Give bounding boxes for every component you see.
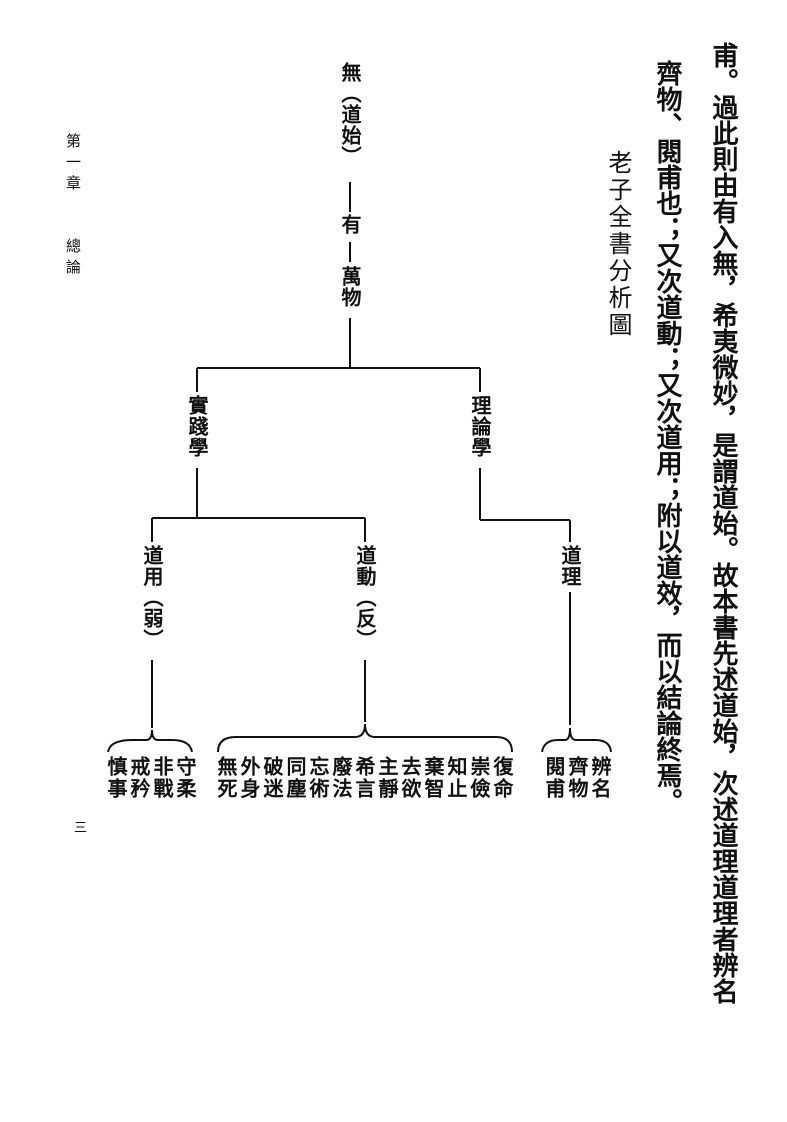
leaf-item: 廢法 bbox=[329, 756, 353, 800]
leaf-item: 同塵 bbox=[283, 756, 307, 800]
page-number: 三 bbox=[74, 821, 94, 836]
leaf-item: 辨名 bbox=[588, 756, 612, 800]
node-you: 有 bbox=[338, 214, 362, 235]
leaves-dao-li: 辨名齊物閱甫 bbox=[542, 756, 612, 800]
node-theory: 理論學 bbox=[468, 395, 492, 458]
leaf-item: 破迷 bbox=[260, 756, 284, 800]
leaf-item: 閱甫 bbox=[542, 756, 566, 800]
node-dao-li: 道理 bbox=[558, 545, 582, 587]
body-text-column-1: 甫。過此則由有入無，希夷微妙，是謂道始。故本書先述道始，次述道理道理者辨名 bbox=[708, 42, 738, 1004]
node-dao-dong: 道動（反） bbox=[353, 545, 377, 650]
leaf-item: 戒矜 bbox=[127, 756, 151, 800]
leaf-item: 復命 bbox=[490, 756, 514, 800]
leaf-item: 非戰 bbox=[150, 756, 174, 800]
leaf-item: 無死 bbox=[214, 756, 238, 800]
leaf-item: 守柔 bbox=[173, 756, 197, 800]
leaf-item: 棄智 bbox=[421, 756, 445, 800]
body-text-column-2: 齊物、閱甫也；又次道動；又次道用；附以道效，而以結論終焉。 bbox=[652, 60, 682, 814]
node-wanwu: 萬物 bbox=[338, 266, 362, 308]
section-label: 總論 bbox=[64, 238, 82, 280]
leaves-dao-yong: 守柔非戰戒矜慎事 bbox=[104, 756, 197, 800]
leaf-item: 主靜 bbox=[375, 756, 399, 800]
node-dao-yong: 道用（弱） bbox=[140, 545, 164, 650]
node-root: 無（道始） bbox=[338, 62, 362, 167]
leaf-item: 外身 bbox=[237, 756, 261, 800]
leaf-item: 去欲 bbox=[398, 756, 422, 800]
leaf-item: 忘術 bbox=[306, 756, 330, 800]
leaf-item: 知止 bbox=[444, 756, 468, 800]
leaf-item: 崇儉 bbox=[467, 756, 491, 800]
leaf-item: 慎事 bbox=[104, 756, 128, 800]
leaf-item: 希言 bbox=[352, 756, 376, 800]
figure-title: 老子全書分析圖 bbox=[604, 150, 632, 339]
leaves-dao-dong: 復命崇儉知止棄智去欲主靜希言廢法忘術同塵破迷外身無死 bbox=[214, 756, 514, 800]
leaf-item: 齊物 bbox=[565, 756, 589, 800]
node-practice: 實踐學 bbox=[185, 395, 209, 458]
chapter-label: 第一章 bbox=[64, 133, 82, 196]
